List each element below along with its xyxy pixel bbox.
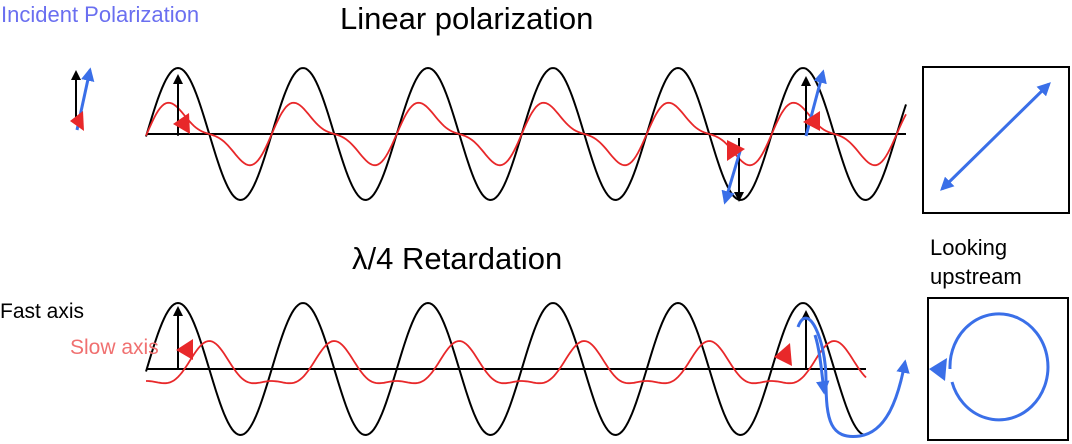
circular-polarization-icon bbox=[796, 317, 910, 438]
polarization-arrow-icon bbox=[801, 69, 827, 137]
bottom-polarization-box bbox=[927, 297, 1069, 441]
looking-upstream-label: Looking upstream bbox=[930, 235, 1022, 289]
polarization-arrow-icon bbox=[721, 138, 745, 205]
fast-axis-arrow-icon bbox=[173, 306, 193, 369]
polarization-arrow-icon bbox=[774, 310, 811, 369]
bottom-title: λ/4 Retardation bbox=[352, 241, 563, 276]
top-slow-wave bbox=[145, 101, 907, 167]
slow-axis-label: Slow axis bbox=[70, 336, 159, 359]
incident-arrows-icon bbox=[70, 67, 95, 131]
top-title: Linear polarization bbox=[340, 1, 594, 36]
circular-polarization-icon bbox=[813, 334, 830, 395]
circular-polarization-icon bbox=[929, 358, 947, 381]
fast-axis-label: Fast axis bbox=[0, 300, 85, 323]
top-polarization-box bbox=[922, 66, 1070, 214]
incident-polarization-label: Incident Polarization bbox=[1, 2, 200, 27]
circular-polarization-icon bbox=[948, 312, 1050, 422]
polarization-arrow-icon bbox=[940, 82, 1051, 191]
slow-axis-arrow-icon bbox=[173, 113, 190, 136]
bottom-slow-wave bbox=[146, 340, 867, 385]
bottom-fast-wave bbox=[145, 301, 867, 437]
